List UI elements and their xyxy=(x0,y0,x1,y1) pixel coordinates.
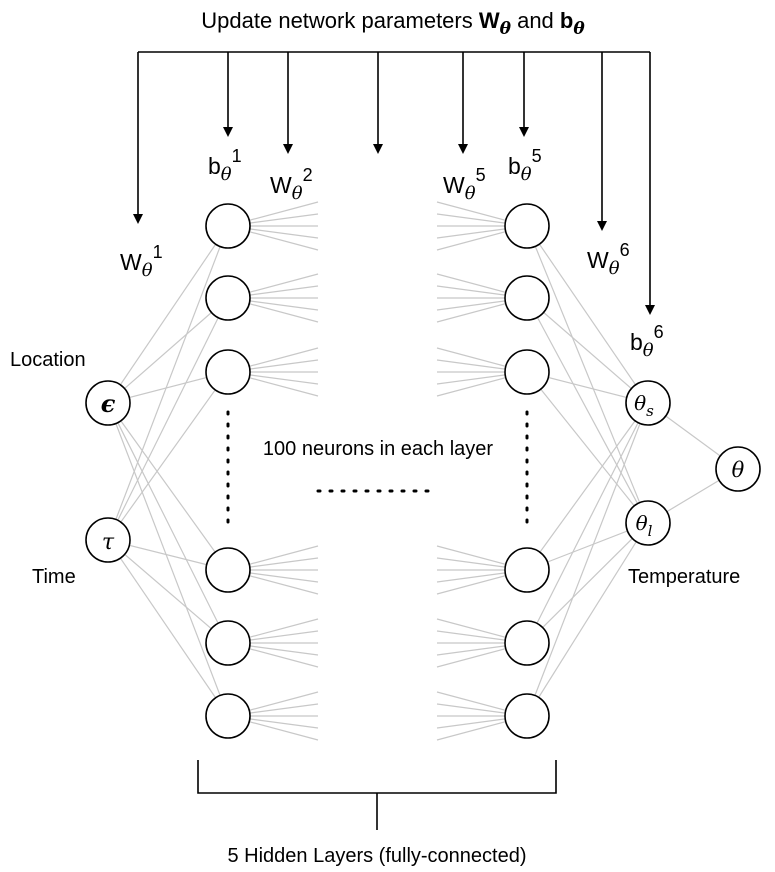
label-w-theta-6: Wθ6 xyxy=(587,240,630,279)
label-b-theta-1: bθ1 xyxy=(208,146,242,185)
input-connection xyxy=(107,539,229,644)
input-connection xyxy=(107,402,229,571)
output-connection xyxy=(526,225,649,404)
input-connection xyxy=(107,297,229,404)
svg-text:θs: θs xyxy=(634,391,654,420)
input-connection xyxy=(107,539,229,717)
svg-text:θ: θ xyxy=(732,458,745,482)
output-connection xyxy=(526,522,649,717)
time-label: Time xyxy=(32,566,76,588)
hidden-layers-label: 5 Hidden Layers (fully-connected) xyxy=(227,845,526,867)
neurons-label: 100 neurons in each layer xyxy=(263,438,493,460)
output-node-theta-s: θs xyxy=(625,380,671,426)
hidden-neuron xyxy=(205,349,251,395)
temperature-label: Temperature xyxy=(628,566,740,588)
input-node-time: τ xyxy=(85,517,131,563)
hidden-neuron xyxy=(205,547,251,593)
output-connection xyxy=(526,402,649,717)
hidden-neuron xyxy=(504,349,550,395)
output-connection xyxy=(526,297,649,524)
hidden-neuron xyxy=(504,275,550,321)
hidden-neuron xyxy=(205,203,251,249)
hidden-layer-5 xyxy=(504,203,550,739)
input-connection xyxy=(107,297,229,541)
connection-lines xyxy=(107,201,739,741)
label-b-theta-5: bθ5 xyxy=(508,146,542,185)
label-w-theta-2: Wθ2 xyxy=(270,165,313,204)
hidden-neuron xyxy=(205,275,251,321)
update-title: Update network parameters Wθ and bθ xyxy=(201,8,585,39)
output-connection xyxy=(526,371,649,524)
hidden-neuron xyxy=(504,693,550,739)
hidden-neuron xyxy=(504,620,550,666)
output-connection xyxy=(526,522,649,644)
hidden-neuron xyxy=(205,620,251,666)
output-node-theta-l: θl xyxy=(625,500,671,546)
input-connection xyxy=(107,225,229,541)
input-connection xyxy=(107,402,229,717)
hidden-layer-1 xyxy=(205,203,251,739)
output-connection xyxy=(526,402,649,644)
label-b-theta-6: bθ6 xyxy=(630,322,664,361)
epsilon-symbol: ϵ xyxy=(101,389,116,418)
output-connection xyxy=(526,225,649,524)
hidden-neuron xyxy=(205,693,251,739)
input-connection xyxy=(107,225,229,404)
output-node-theta: θ xyxy=(715,446,761,492)
svg-text:θl: θl xyxy=(636,511,653,540)
tau-symbol: τ xyxy=(102,530,115,555)
label-w-theta-1: Wθ1 xyxy=(120,242,163,281)
label-w-theta-5: Wθ5 xyxy=(443,165,486,204)
update-arrows xyxy=(133,51,655,315)
location-label: Location xyxy=(10,349,86,371)
input-connection xyxy=(107,371,229,541)
hidden-neuron xyxy=(504,547,550,593)
input-node-location: ϵ xyxy=(85,380,131,426)
hidden-neuron xyxy=(504,203,550,249)
hidden-layers-bracket xyxy=(197,760,557,794)
output-connection xyxy=(526,402,649,571)
input-connection xyxy=(107,402,229,644)
output-connection xyxy=(526,297,649,404)
